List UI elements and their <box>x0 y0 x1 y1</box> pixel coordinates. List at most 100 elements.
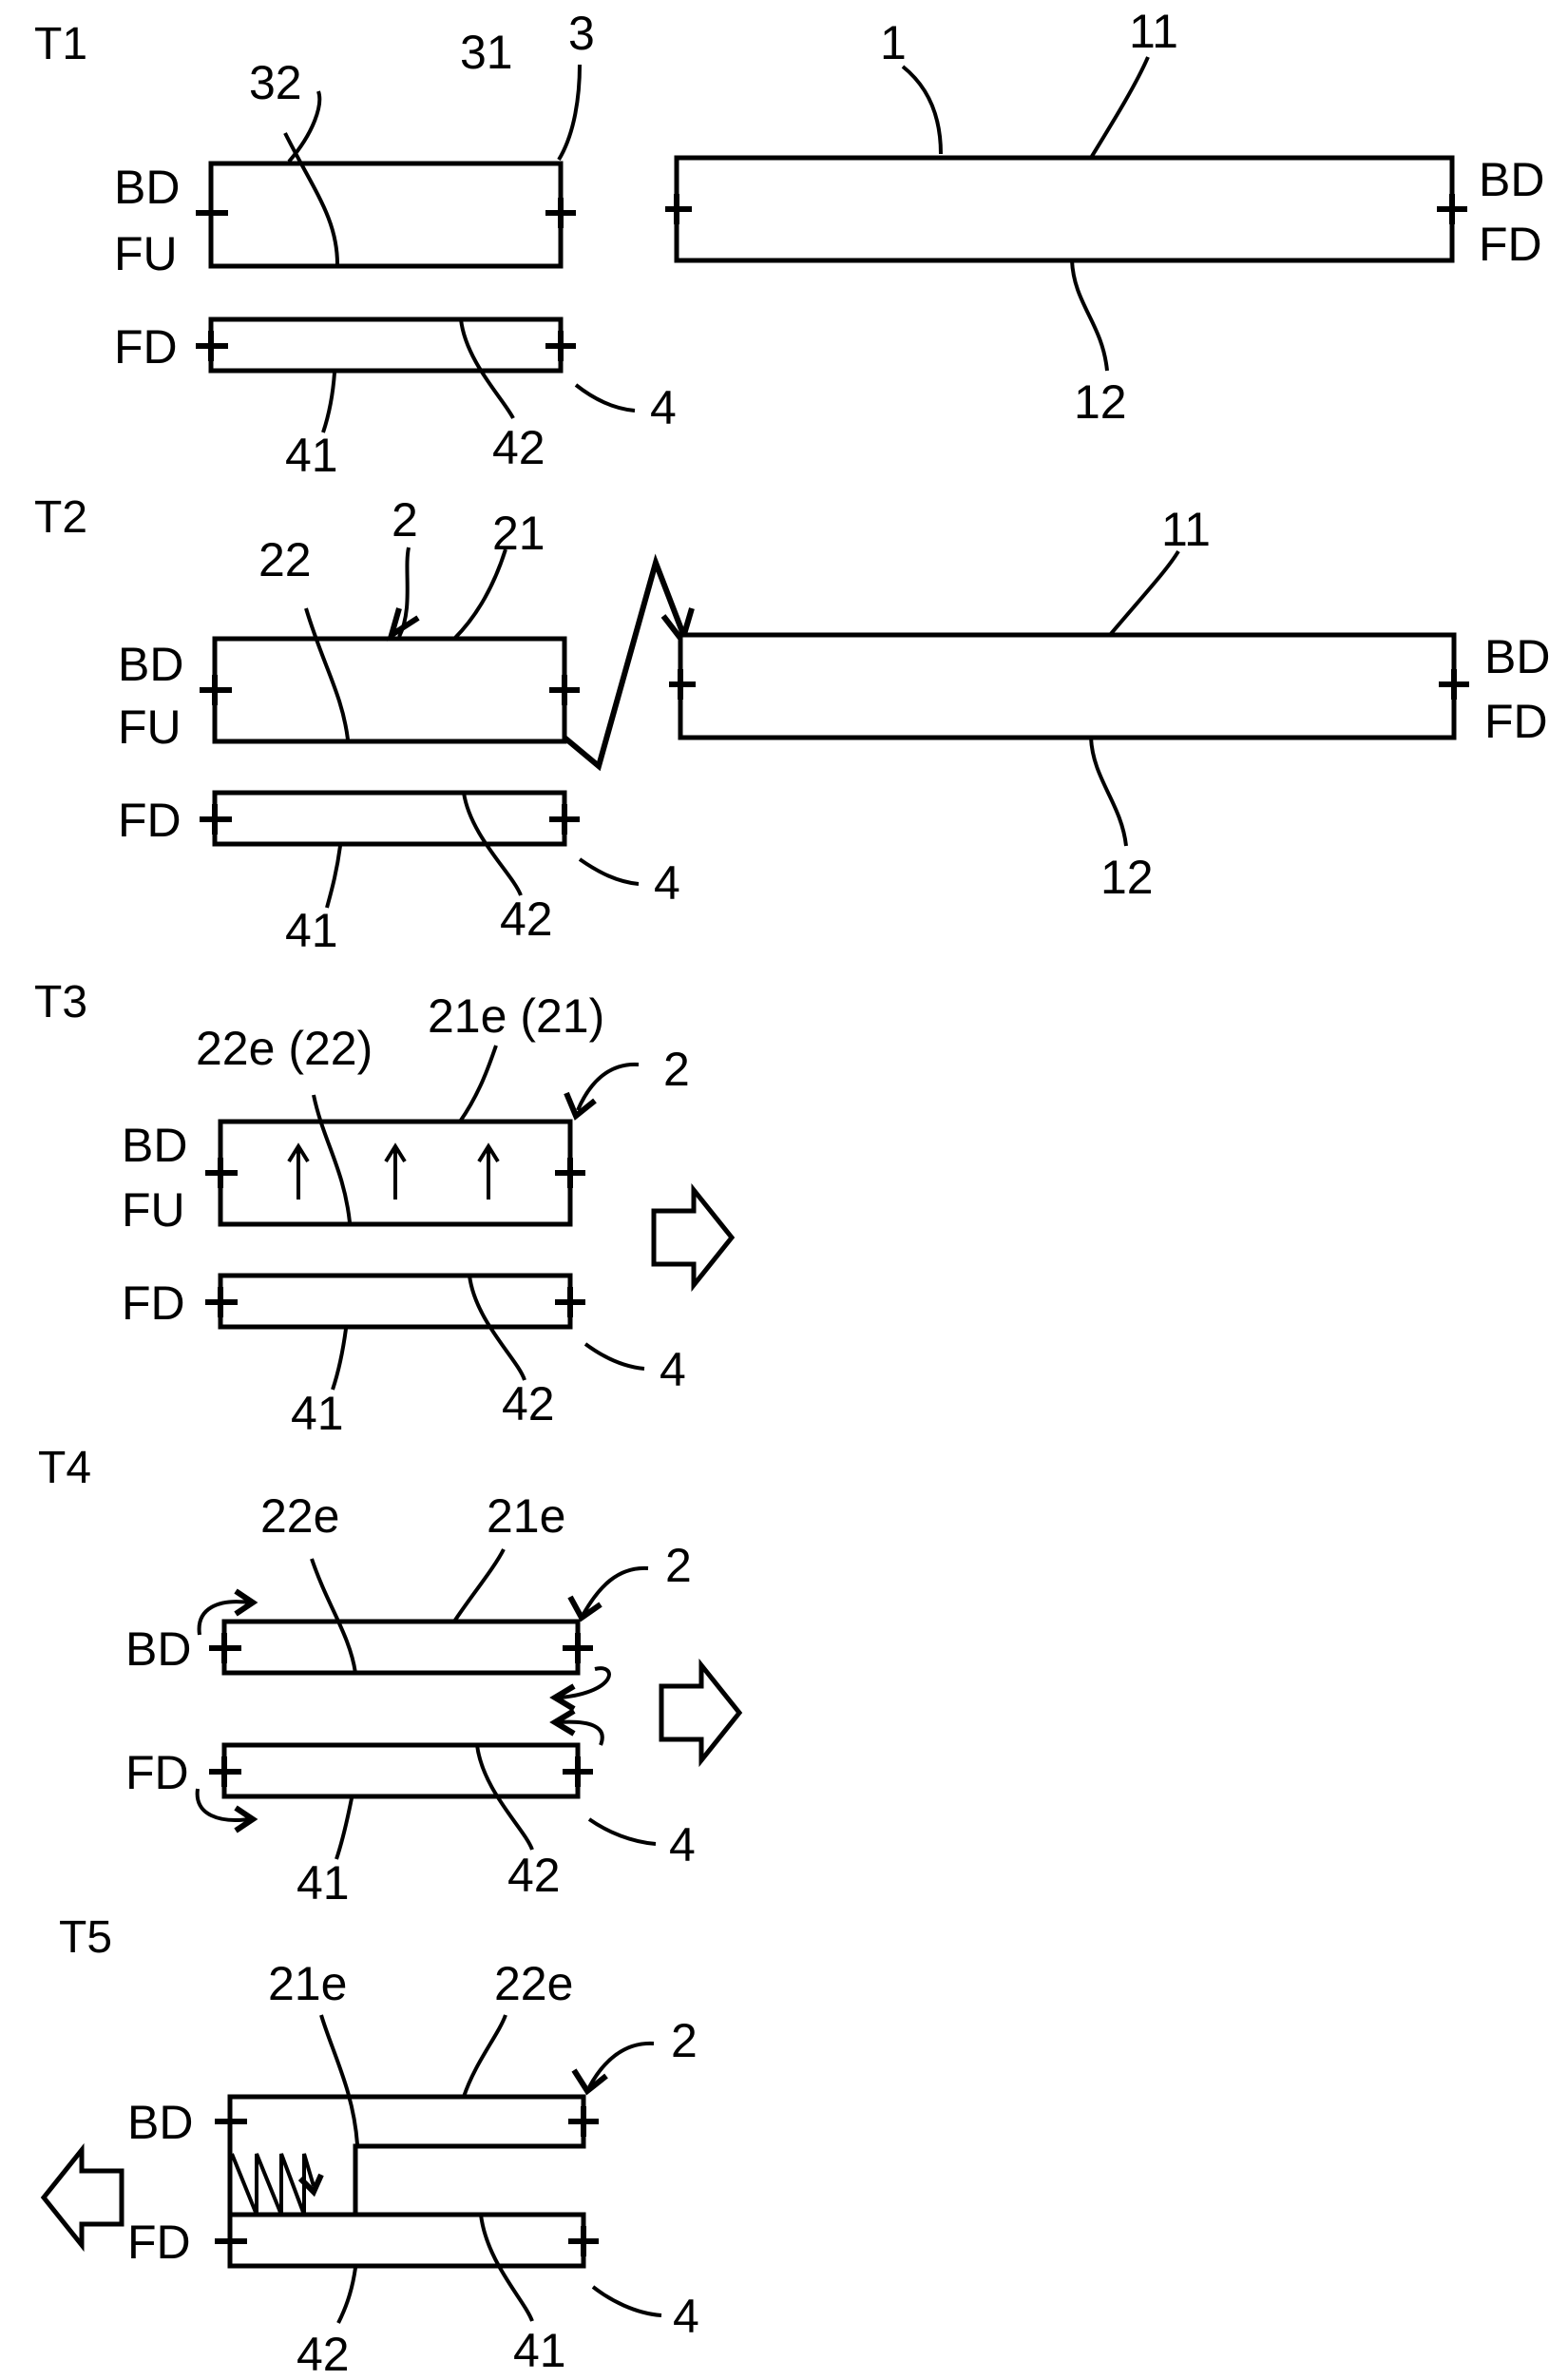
member-2-t2-marks <box>200 675 580 705</box>
block-arrow-right-t3 <box>651 1182 736 1293</box>
ref-41-t3: 41 <box>291 1387 344 1440</box>
ref-42-t3: 42 <box>502 1377 555 1430</box>
ref-41-t2: 41 <box>285 904 338 957</box>
leader-4-t4 <box>587 1817 657 1846</box>
arrowhead-2-t2 <box>386 607 420 642</box>
ref-21e-t3: 21e (21) <box>428 989 604 1043</box>
ref-42-t4: 42 <box>507 1849 561 1902</box>
leader-4-t3 <box>583 1342 645 1371</box>
stage-t4: T4 22e 21e 2 41 42 4 BD FD <box>38 1443 743 1910</box>
ref-11-t1: 11 <box>1129 5 1178 58</box>
ref-41-t4: 41 <box>296 1856 350 1910</box>
side-label-bd-left-t3: BD <box>122 1119 187 1172</box>
member-4-t5-marks <box>215 2226 599 2256</box>
block-arrow-right-t4 <box>659 1658 743 1768</box>
member-4-t2 <box>212 790 567 847</box>
stage-label-t5: T5 <box>59 1912 112 1963</box>
leader-4-t5 <box>591 2285 662 2317</box>
rotate-arrowhead-right-lower <box>549 1708 576 1737</box>
ref-12-t2: 12 <box>1100 851 1154 904</box>
member-4-t1-marks <box>196 331 576 361</box>
arrowhead-2-t3 <box>564 1091 597 1121</box>
member-2-t4-marks <box>209 1633 593 1663</box>
leader-21e-t3 <box>458 1045 498 1123</box>
leader-42-t3 <box>468 1275 526 1381</box>
ref-42-t5: 42 <box>296 2328 350 2380</box>
leader-41-t2 <box>325 845 342 909</box>
arrowhead-2-t4 <box>567 1595 602 1622</box>
leader-42-t2 <box>462 792 523 896</box>
side-label-bd-left-t1: BD <box>114 161 180 214</box>
side-label-bd-left-t5: BD <box>127 2096 193 2149</box>
ref-22e-t5: 22e <box>494 1957 573 2010</box>
up-arrow-2 <box>384 1142 407 1200</box>
leader-11-t1 <box>1089 56 1150 160</box>
leader-41-t4 <box>335 1797 354 1860</box>
member-2-t5-marks <box>215 2106 599 2137</box>
side-label-fd-right-t1: FD <box>1479 218 1542 271</box>
stage-t5: T5 21e 22e 2 42 41 4 BD FD <box>40 1912 699 2380</box>
leader-21 <box>452 548 507 641</box>
leader-11-t2 <box>1108 549 1180 637</box>
leader-1 <box>901 65 943 155</box>
ref-1: 1 <box>880 16 907 69</box>
ref-11-t2: 11 <box>1161 503 1211 556</box>
leader-4-t1 <box>574 383 636 413</box>
zigzag-arrowhead <box>297 2173 324 2198</box>
member-4-t5 <box>227 2212 586 2269</box>
ref-21e-t5: 21e <box>268 1957 347 2010</box>
ref-2-t4: 2 <box>665 1539 692 1592</box>
rotate-arrow-right-lower <box>558 1719 604 1746</box>
side-label-fd-left-t4: FD <box>125 1746 189 1799</box>
ref-22e-t4: 22e <box>260 1489 339 1543</box>
leader-41-t3 <box>331 1328 348 1391</box>
ref-12-t1: 12 <box>1074 375 1127 429</box>
block-arrow-left-t5 <box>40 2142 124 2253</box>
leader-32 <box>283 132 339 265</box>
ref-2-t5: 2 <box>671 2014 698 2067</box>
ref-32: 32 <box>249 56 302 109</box>
side-label-fd-right-t2: FD <box>1484 695 1548 748</box>
member-4-t4-marks <box>209 1756 593 1787</box>
stage-label-t2: T2 <box>34 492 87 543</box>
leader-42-t4 <box>475 1744 534 1851</box>
member-4-t3-marks <box>205 1287 585 1317</box>
leader-12-t2 <box>1089 737 1128 847</box>
side-label-bd-right-t1: BD <box>1479 153 1544 206</box>
leader-22e-t5 <box>462 2014 507 2098</box>
leader-2-t4 <box>582 1565 649 1615</box>
leader-2-t5 <box>587 2041 655 2088</box>
rotate-arrowhead-top-left <box>234 1588 258 1617</box>
side-label-fd-left-t3: FD <box>122 1276 185 1330</box>
member-1-t2 <box>678 632 1457 740</box>
member-4-t2-marks <box>200 804 580 835</box>
side-label-fu-left-t3: FU <box>122 1183 185 1237</box>
stage-t3: T3 22e (22) 21e (21) 2 41 42 4 BD FU FD <box>34 977 736 1440</box>
leader-21e-t5 <box>319 2014 359 2145</box>
ref-4-t4: 4 <box>669 1818 696 1871</box>
ref-42-t1: 42 <box>492 421 545 474</box>
ref-22: 22 <box>258 533 312 586</box>
member-2-t4 <box>221 1619 581 1676</box>
stage-label-t3: T3 <box>34 977 87 1027</box>
leader-42-t5 <box>336 2267 357 2324</box>
member-1-marks <box>665 194 1467 224</box>
side-label-bd-left-t2: BD <box>118 638 183 691</box>
side-label-fd-left-t5: FD <box>127 2216 191 2269</box>
member-3 <box>208 161 564 269</box>
member-1 <box>674 155 1455 263</box>
rotate-arrow-bottom-left <box>195 1788 250 1822</box>
stage-t2: T2 22 2 21 41 42 4 11 12 BD FU FD <box>34 492 1549 957</box>
up-arrow-3 <box>477 1142 500 1200</box>
leader-12-t1 <box>1070 259 1109 372</box>
side-label-bd-left-t4: BD <box>125 1622 191 1676</box>
ref-4-t1: 4 <box>650 381 677 434</box>
leader-4-t2 <box>578 857 640 886</box>
stage-label-t1: T1 <box>34 19 87 69</box>
stage-t1: T1 32 31 3 41 42 4 1 11 12 BD FU FD BD F… <box>34 5 1544 482</box>
leader-22e-t3 <box>312 1094 352 1223</box>
leader-3 <box>557 64 582 162</box>
rotate-arrow-top-left <box>197 1600 250 1636</box>
side-label-fd-left-t2: FD <box>118 794 182 847</box>
